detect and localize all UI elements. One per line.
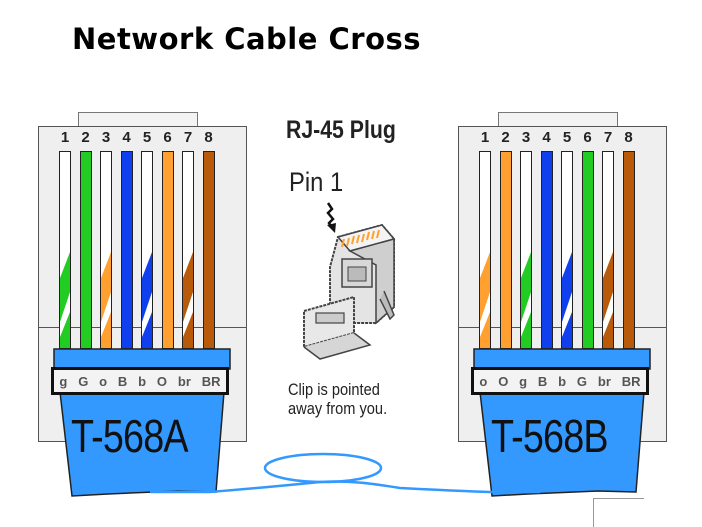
pin-number-8: 8: [624, 129, 633, 146]
wire-7-brown-white: [182, 151, 194, 349]
pin-number-5: 5: [142, 129, 152, 146]
pin-number-6: 6: [583, 129, 592, 146]
pin-number-1: 1: [60, 129, 70, 146]
pin1-arrow-icon: [326, 202, 336, 233]
pin1-label: Pin 1: [289, 167, 344, 197]
connector-a-standard-label: T-568A: [71, 410, 189, 462]
pin-number-6: 6: [163, 129, 172, 146]
wire-code-4: B: [537, 373, 548, 389]
wire-code-6: O: [156, 373, 168, 389]
wire-code-5: b: [138, 373, 147, 389]
wire-code-5: b: [558, 373, 567, 389]
pin-number-1: 1: [480, 129, 490, 146]
wire-code-2: G: [78, 373, 89, 389]
pin-number-5: 5: [562, 129, 572, 146]
pin-number-8: 8: [204, 129, 213, 146]
wire-code-7: br: [177, 373, 191, 389]
clip-note-line1: Clip is pointed: [288, 380, 380, 399]
wire-code-3: o: [99, 373, 108, 389]
wire-code-7: br: [597, 373, 611, 389]
wire-code-1: g: [59, 373, 68, 389]
wire-code-2: O: [498, 373, 509, 389]
pin-number-3: 3: [101, 129, 111, 146]
pin-number-4: 4: [542, 129, 551, 146]
pin-number-7: 7: [183, 129, 193, 146]
wire-3-orange-white: [100, 151, 112, 349]
wire-code-8: BR: [621, 373, 641, 389]
wire-code-3: g: [519, 373, 528, 389]
connector-a-tab: [78, 112, 198, 126]
corner-frame: [593, 498, 644, 527]
wire-1-orange-white: [479, 151, 491, 349]
rj45-plug-icon: [303, 202, 396, 360]
wire-code-4: B: [117, 373, 128, 389]
pin-number-3: 3: [521, 129, 531, 146]
pin-number-4: 4: [122, 129, 131, 146]
wire-5-blue-white: [561, 151, 573, 349]
boot-top: [473, 348, 651, 370]
wire-5-blue-white: [141, 151, 153, 349]
diagram-title: Network Cable Cross: [72, 22, 422, 56]
boot-top: [53, 348, 231, 370]
plug-title: RJ-45 Plug: [286, 116, 396, 144]
clip-note: Clip is pointed away from you.: [288, 380, 387, 418]
pin-number-2: 2: [81, 129, 90, 146]
pin-number-2: 2: [501, 129, 510, 146]
connector-b-standard-label: T-568B: [491, 410, 609, 462]
clip-note-line2: away from you.: [288, 399, 388, 418]
connector-b-tab: [498, 112, 618, 126]
pin-number-7: 7: [603, 129, 613, 146]
wire-3-green-white: [520, 151, 532, 349]
wire-code-8: BR: [201, 373, 221, 389]
wire-7-brown-white: [602, 151, 614, 349]
wire-code-6: G: [576, 373, 588, 389]
wire-1-green-white: [59, 151, 71, 349]
wire-code-1: o: [479, 373, 488, 389]
